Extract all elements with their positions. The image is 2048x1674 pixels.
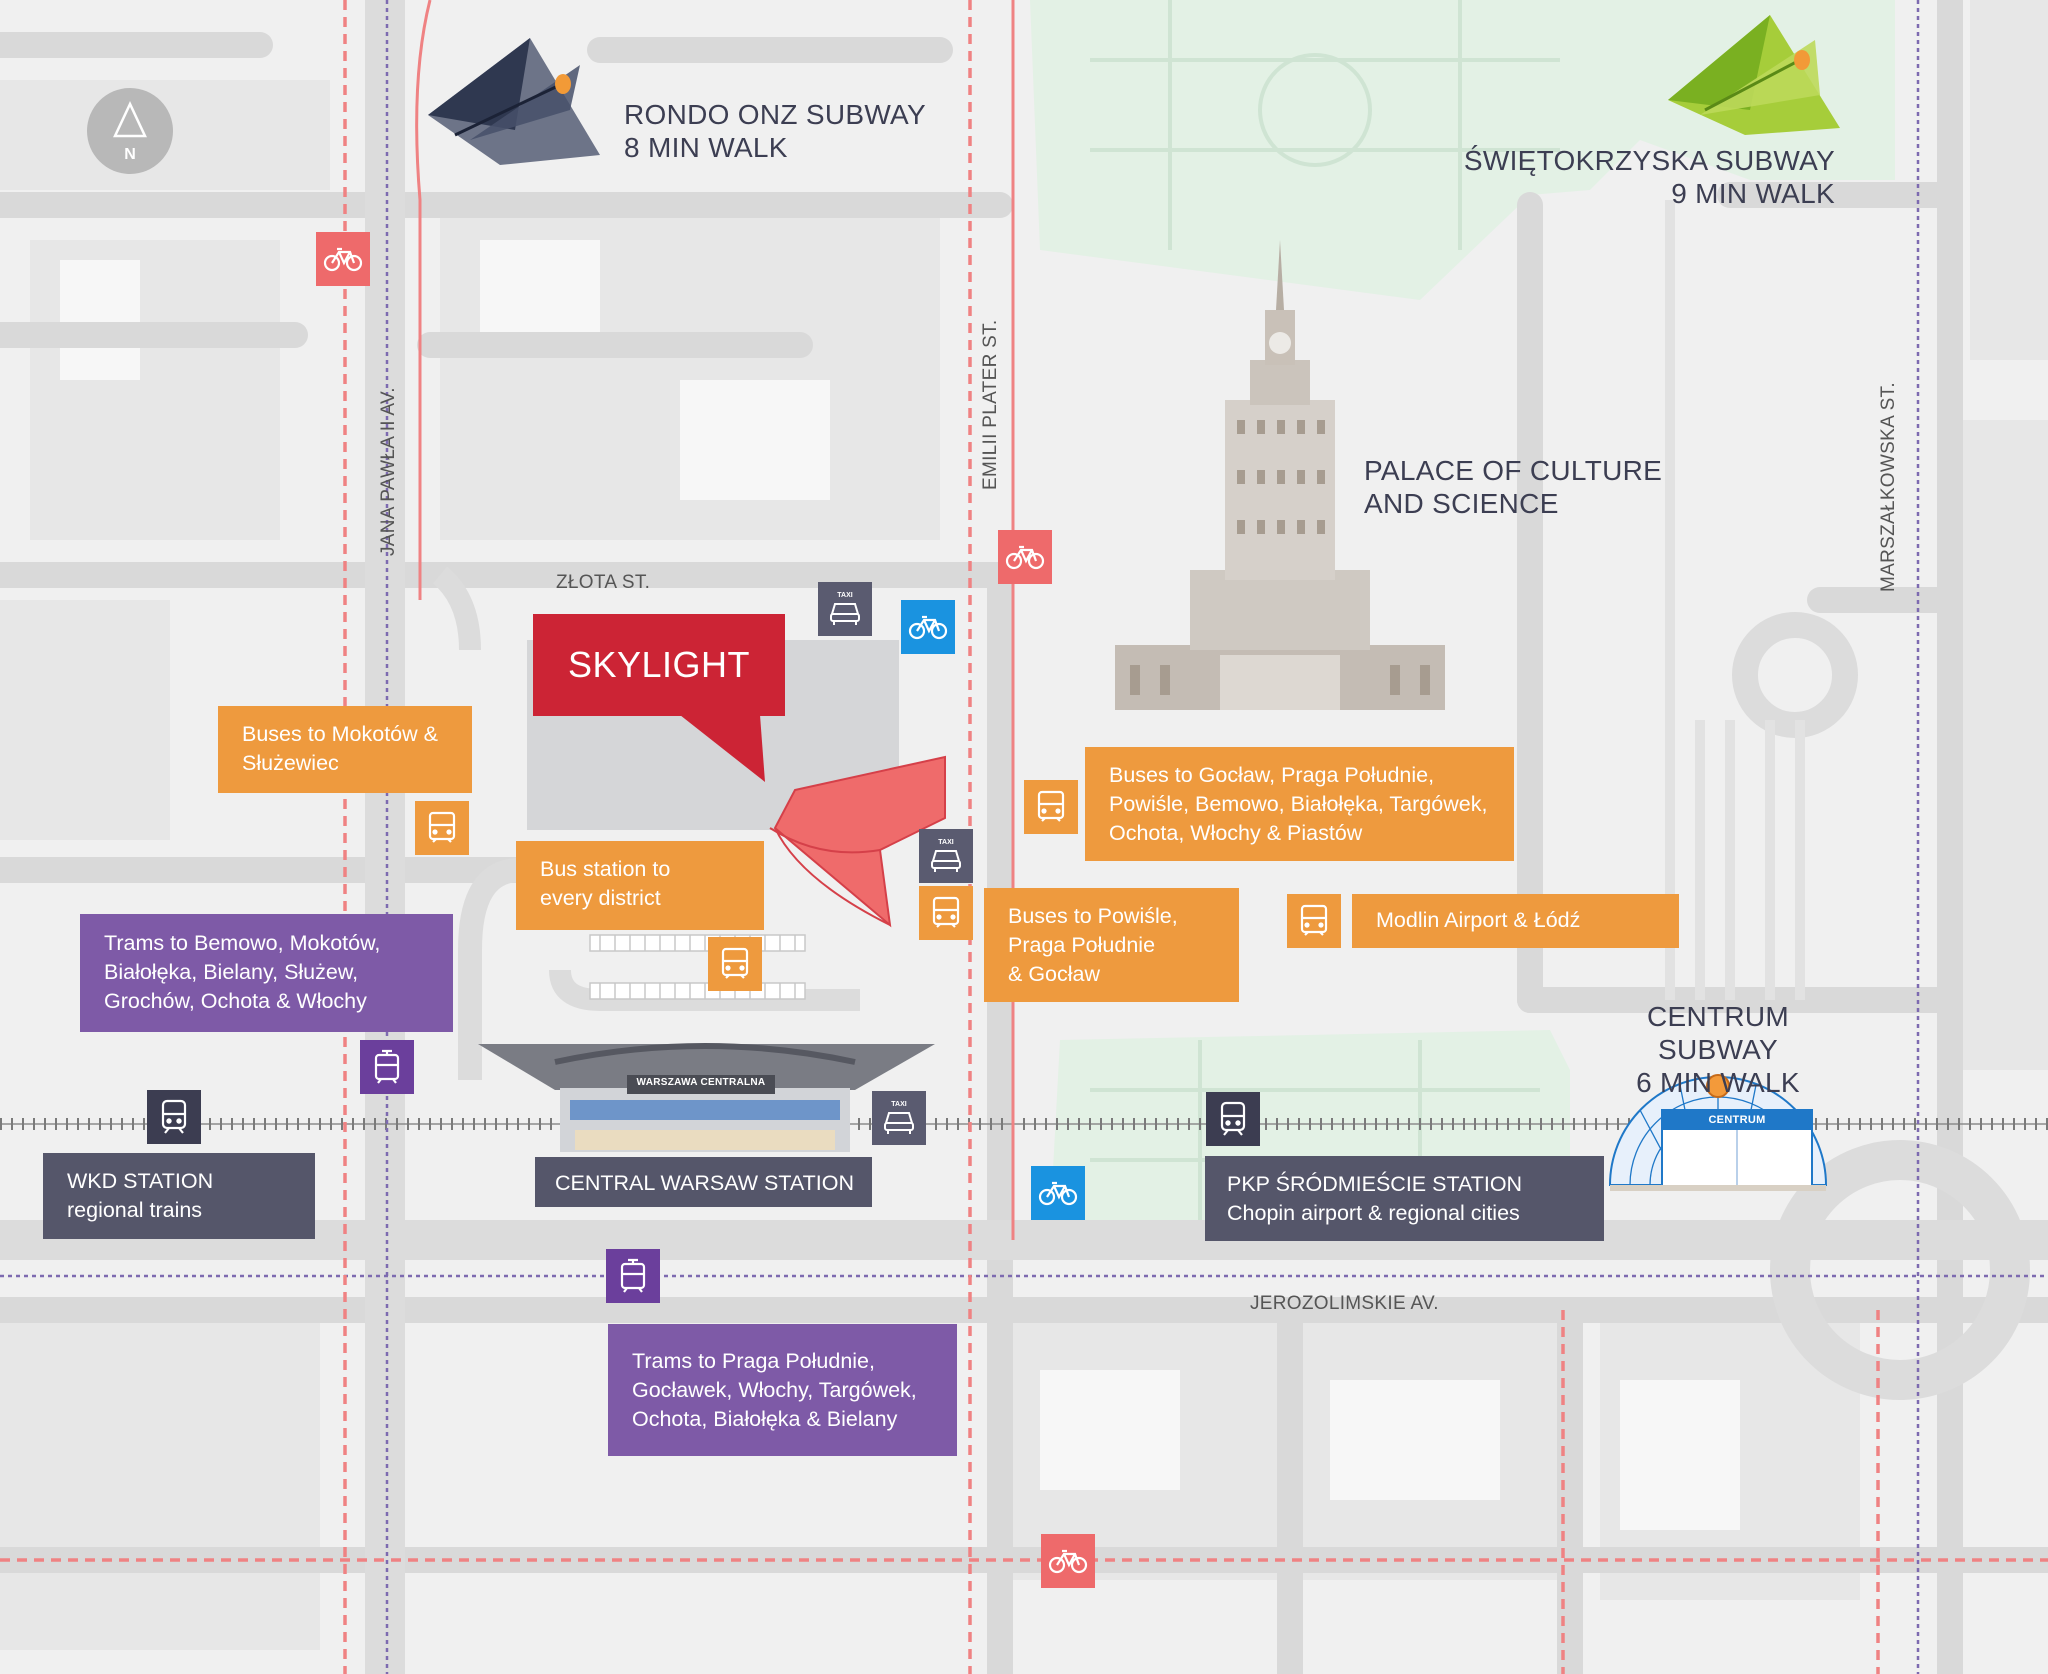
box-line: Bus station to <box>540 857 671 881</box>
centrum-title: CENTRUM SUBWAY <box>1646 1001 1790 1065</box>
bus-icon[interactable] <box>708 937 762 991</box>
box-line: PKP ŚRÓDMIEŚCIE STATION <box>1227 1172 1523 1196</box>
street-jerozolimskie: JEROZOLIMSKIE AV. <box>1250 1293 1439 1314</box>
swietokrzyska-entrance-illustration <box>1668 15 1840 135</box>
rondo-onz-entrance-illustration <box>428 38 600 165</box>
bike-icon[interactable] <box>998 530 1052 584</box>
bus-icon[interactable] <box>919 886 973 940</box>
box-line: Chopin airport & regional cities <box>1227 1201 1520 1225</box>
box-line: Praga Południe <box>1008 933 1156 957</box>
bike-share-icon[interactable] <box>901 600 955 654</box>
taxi-text: TAXI <box>938 839 954 846</box>
taxi-icon[interactable]: TAXI <box>919 829 973 883</box>
box-line: Trams to Bemowo, Mokotów, <box>104 931 381 955</box>
box-line: Służewiec <box>242 751 339 775</box>
box-line: Grochów, Ochota & Włochy <box>104 989 367 1013</box>
street-emilii-plater: EMILII PLATER ST. <box>980 319 1001 490</box>
bike-icon[interactable] <box>1041 1534 1095 1588</box>
palace-title-line1: PALACE OF CULTURE <box>1364 455 1663 486</box>
taxi-text: TAXI <box>891 1101 907 1108</box>
bus-icon[interactable] <box>1287 894 1341 948</box>
bus-icon[interactable] <box>415 801 469 855</box>
train-icon[interactable] <box>147 1090 201 1144</box>
box-line: Gocławek, Włochy, Targówek, <box>632 1378 917 1402</box>
box-line: Buses to Gocław, Praga Południe, <box>1109 763 1435 787</box>
pkp-station-box[interactable]: PKP ŚRÓDMIEŚCIE STATION Chopin airport &… <box>1205 1156 1604 1241</box>
box-line: WKD STATION <box>67 1169 214 1193</box>
swietokrzyska-title: ŚWIĘTOKRZYSKA SUBWAY <box>1463 145 1835 176</box>
box-line: Ochota, Włochy & Piastów <box>1109 821 1363 845</box>
centrum-walk: 6 MIN WALK <box>1636 1067 1800 1098</box>
bus-station-box[interactable]: Bus station to every district <box>516 841 764 930</box>
central-station-sign: WARSZAWA CENTRALNA <box>636 1077 766 1088</box>
buses-goclaw-box[interactable]: Buses to Gocław, Praga Południe, Powiśle… <box>1085 747 1514 861</box>
compass-north-icon: N <box>87 88 173 174</box>
bus-icon[interactable] <box>1024 780 1078 834</box>
taxi-icon[interactable]: TAXI <box>818 582 872 636</box>
tram-icon[interactable] <box>606 1249 660 1303</box>
centrum-label[interactable]: CENTRUM SUBWAY 6 MIN WALK <box>1590 1000 1846 1099</box>
bike-icon[interactable] <box>316 232 370 286</box>
box-line: Buses to Mokotów & <box>242 722 438 746</box>
buses-mokotow-box[interactable]: Buses to Mokotów & Służewiec <box>218 706 472 793</box>
palace-label[interactable]: PALACE OF CULTURE AND SCIENCE <box>1364 454 1662 520</box>
swietokrzyska-walk: 9 MIN WALK <box>1671 178 1835 209</box>
box-line: Buses to Powiśle, <box>1008 904 1178 928</box>
skylight-label[interactable]: SKYLIGHT <box>533 614 785 716</box>
wkd-station-box[interactable]: WKD STATION regional trains <box>43 1153 315 1239</box>
tram-icon[interactable] <box>360 1040 414 1094</box>
train-icon[interactable] <box>1206 1092 1260 1146</box>
trams-bemowo-box[interactable]: Trams to Bemowo, Mokotów, Białołęka, Bie… <box>80 914 453 1032</box>
box-line: Modlin Airport & Łódź <box>1376 908 1581 932</box>
bike-share-icon[interactable] <box>1031 1166 1085 1220</box>
buses-powisle-box[interactable]: Buses to Powiśle, Praga Południe & Gocła… <box>984 888 1239 1002</box>
taxi-text: TAXI <box>837 592 853 599</box>
palace-title-line2: AND SCIENCE <box>1364 488 1559 519</box>
box-line: Trams to Praga Południe, <box>632 1349 875 1373</box>
box-line: Ochota, Białołęka & Bielany <box>632 1407 898 1431</box>
centrum-sign: CENTRUM <box>1708 1114 1766 1126</box>
rondo-onz-label[interactable]: RONDO ONZ SUBWAY 8 MIN WALK <box>624 98 926 164</box>
taxi-icon[interactable]: TAXI <box>872 1091 926 1145</box>
central-station-box[interactable]: CENTRAL WARSAW STATION <box>535 1157 872 1207</box>
box-line: & Gocław <box>1008 962 1101 986</box>
centrum-dome-illustration <box>1608 1074 1828 1191</box>
modlin-box[interactable]: Modlin Airport & Łódź <box>1352 894 1679 948</box>
trams-praga-box[interactable]: Trams to Praga Południe, Gocławek, Włoch… <box>608 1324 957 1456</box>
box-line: every district <box>540 886 661 910</box>
rondo-onz-walk: 8 MIN WALK <box>624 132 788 163</box>
box-line: Powiśle, Bemowo, Białołęka, Targówek, <box>1109 792 1488 816</box>
rondo-onz-title: RONDO ONZ SUBWAY <box>624 99 926 130</box>
compass-label: N <box>124 146 136 163</box>
box-line: Białołęka, Bielany, Służew, <box>104 960 359 984</box>
street-zlota: ZŁOTA ST. <box>556 572 651 593</box>
street-marszalkowska: MARSZAŁKOWSKA ST. <box>1878 382 1899 592</box>
skylight-footprint <box>769 755 946 928</box>
palace-illustration <box>1115 240 1445 710</box>
swietokrzyska-label[interactable]: ŚWIĘTOKRZYSKA SUBWAY 9 MIN WALK <box>1464 144 1835 210</box>
box-line: CENTRAL WARSAW STATION <box>555 1171 855 1195</box>
central-station-illustration <box>478 1043 935 1152</box>
street-jana-pawla: JANA PAWŁA II AV. <box>378 387 399 556</box>
box-line: regional trains <box>67 1198 203 1222</box>
